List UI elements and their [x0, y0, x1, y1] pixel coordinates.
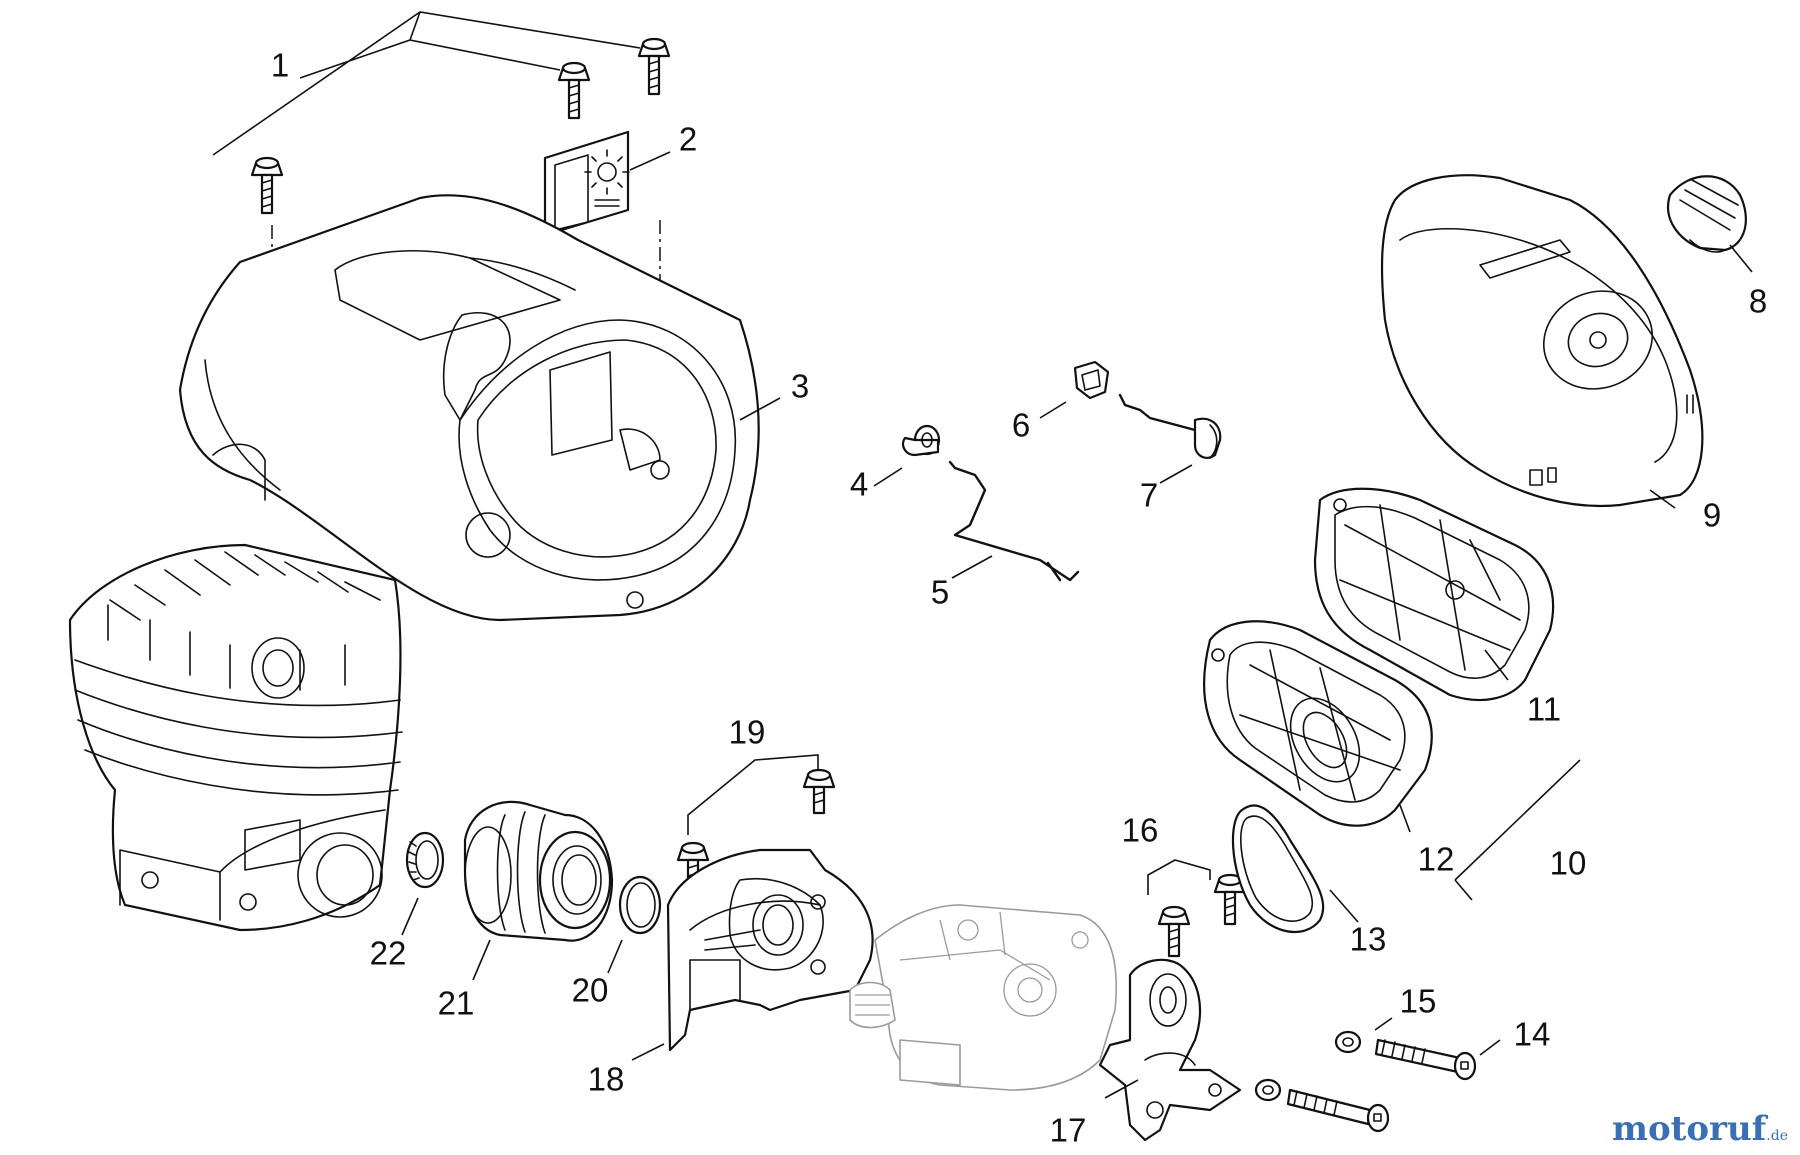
- watermark-logo: motoruf.de: [1612, 1109, 1788, 1149]
- screw-1a: [250, 156, 284, 215]
- callout-2: 2: [679, 121, 697, 158]
- filter-base-12: [1203, 620, 1433, 827]
- filter-cover-9: [1380, 174, 1704, 508]
- washer-15a: [1334, 1030, 1362, 1054]
- bolt-14a: [1374, 1038, 1477, 1081]
- carburetor-ghost: [849, 904, 1118, 1091]
- callout-9: 9: [1703, 497, 1721, 534]
- callout-11: 11: [1527, 691, 1561, 728]
- callout-14: 14: [1514, 1016, 1551, 1053]
- callout-10: 10: [1550, 845, 1587, 882]
- watermark-brand: motoruf: [1612, 1109, 1767, 1149]
- washer-15b: [1254, 1078, 1282, 1102]
- callout-20: 20: [572, 972, 609, 1009]
- callout-7: 7: [1140, 477, 1158, 514]
- watermark-tld: .de: [1766, 1128, 1788, 1144]
- screw-16b: [1213, 873, 1247, 926]
- screw-16a: [1157, 905, 1191, 958]
- callout-21: 21: [438, 985, 475, 1022]
- callout-12: 12: [1418, 841, 1455, 878]
- callout-17: 17: [1050, 1112, 1087, 1149]
- o-ring-20: [618, 875, 662, 935]
- callout-4: 4: [850, 466, 868, 503]
- callout-1: 1: [271, 47, 289, 84]
- adapter-17: [1098, 958, 1242, 1142]
- callout-8: 8: [1749, 283, 1767, 320]
- cylinder: [68, 543, 403, 932]
- callout-6: 6: [1012, 407, 1030, 444]
- callout-5: 5: [931, 574, 949, 611]
- seal-ring-22: [405, 831, 445, 889]
- callout-19: 19: [729, 714, 766, 751]
- screw-19a: [802, 768, 836, 815]
- bolt-14b: [1286, 1088, 1390, 1133]
- screw-1b: [557, 61, 591, 120]
- callout-22: 22: [370, 935, 407, 972]
- gasket-13: [1231, 804, 1325, 934]
- top-cover-3: [178, 194, 760, 622]
- rod-5: [948, 460, 1080, 582]
- screw-19b: [676, 841, 710, 888]
- air-filter-11: [1313, 487, 1555, 702]
- callout-15: 15: [1400, 983, 1437, 1020]
- choke-rod-7: [1118, 393, 1222, 459]
- grommet-4: [901, 424, 941, 457]
- clip-6: [1073, 360, 1110, 400]
- callout-18: 18: [588, 1061, 625, 1098]
- callout-3: 3: [791, 368, 809, 405]
- knob-8: [1667, 175, 1747, 253]
- intake-flange-18: [666, 848, 874, 1052]
- decal-2: [543, 130, 630, 237]
- screw-1c: [637, 37, 671, 96]
- intake-boot-21: [463, 800, 614, 942]
- callout-16: 16: [1122, 812, 1159, 849]
- callout-13: 13: [1350, 921, 1387, 958]
